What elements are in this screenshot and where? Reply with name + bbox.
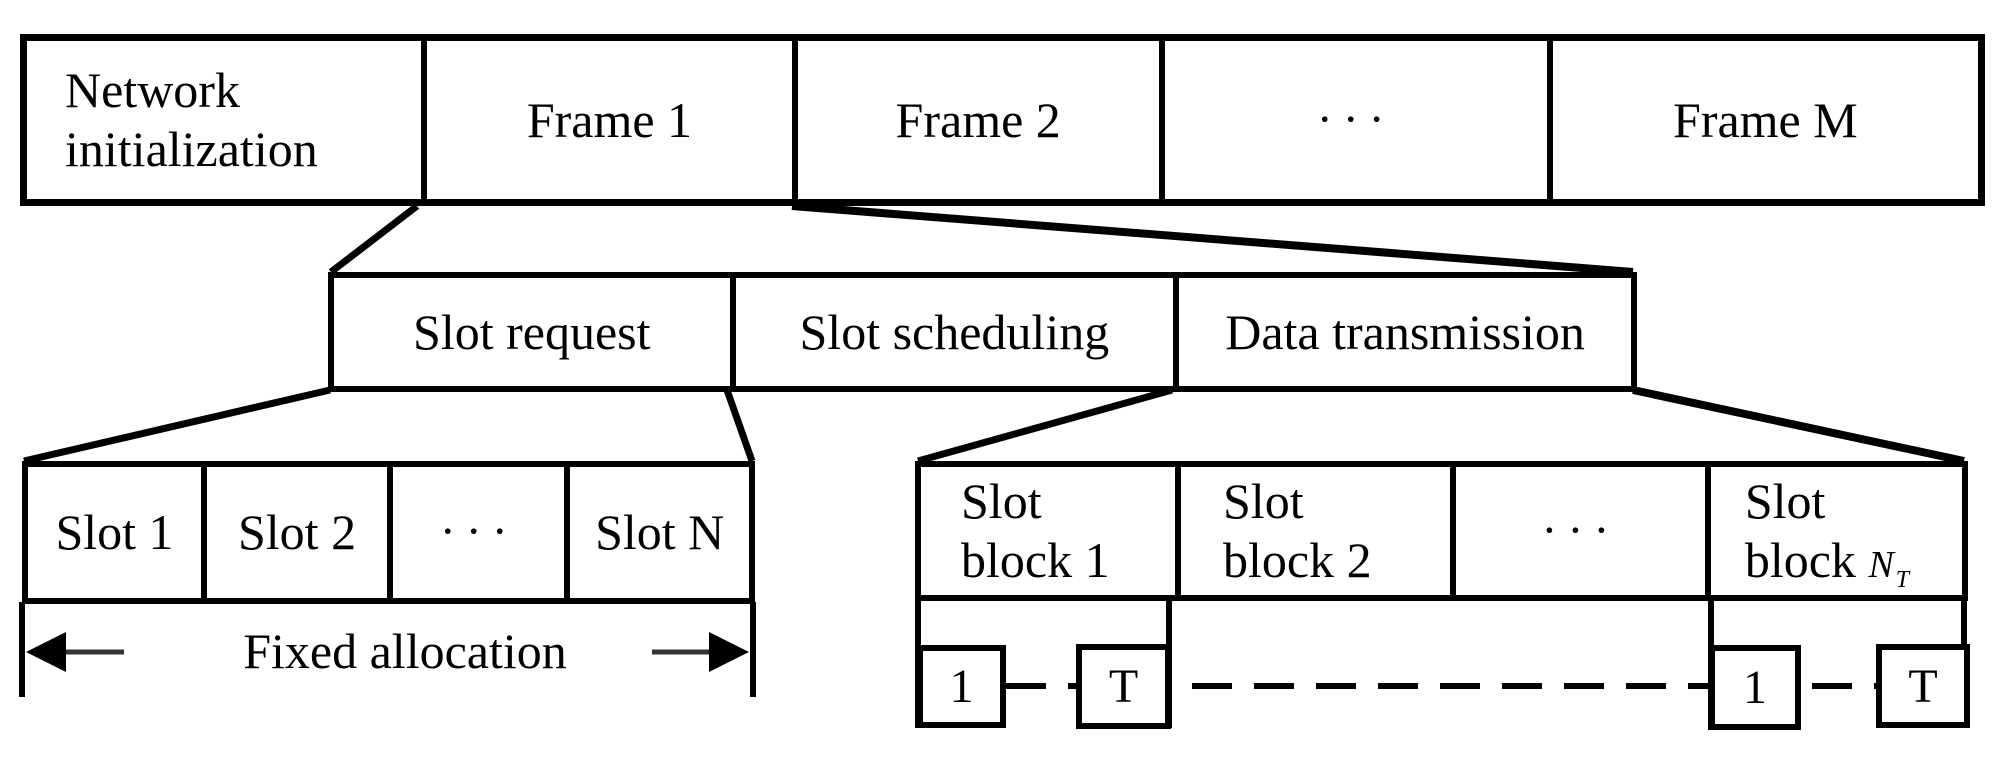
- connector-slotreq-right: [723, 388, 756, 463]
- cell-slot-n: Slot N: [564, 467, 749, 598]
- cell-slot-block-1: Slot block 1: [961, 473, 1110, 588]
- slot-blocknt-first-slot-box: 1: [1709, 645, 1801, 730]
- cell-slot-block-2: Slot block 2: [1175, 467, 1450, 595]
- connector-datatx-left: [917, 386, 1173, 465]
- cell-network-initialization: Network initialization: [65, 62, 318, 177]
- slot-block1-last-slot-box: T: [1076, 644, 1171, 729]
- slot-block1-first-slot-box: 1: [917, 645, 1006, 728]
- cell-slot-scheduling: Slot scheduling: [729, 278, 1174, 386]
- slot-blocknt-last-slot-box: T: [1876, 644, 1970, 728]
- cell-slot-request: Slot request: [413, 303, 651, 360]
- cell-frame-1: Frame 1: [421, 41, 792, 199]
- cell-frame-2: Frame 2: [791, 41, 1159, 199]
- cell-slot-1: Slot 1: [55, 504, 174, 560]
- cell-slot-block-nt: Slot block NT: [1704, 467, 1962, 595]
- connector-datatx-right: [1632, 386, 1965, 465]
- subscript-t: T: [1895, 567, 1910, 593]
- left-arrowhead-icon: [26, 632, 66, 672]
- connector-frame1-left: [328, 203, 420, 275]
- fixed-allocation-label: Fixed allocation: [243, 623, 567, 679]
- cell-frame-m: Frame M: [1546, 41, 1978, 199]
- cell-data-transmission: Data transmission: [1173, 278, 1631, 386]
- connector-slotreq-left: [23, 386, 331, 465]
- variable-n: N: [1868, 544, 1894, 586]
- cell-frame-ellipsis: ···: [1158, 41, 1547, 199]
- slot-block-row: Slot block 1 Slot block 2 ··· Slot block…: [915, 461, 1968, 601]
- phase-row: Slot request Slot scheduling Data transm…: [328, 272, 1637, 392]
- cell-slot-2: Slot 2: [201, 467, 387, 598]
- cell-slot-block-ellipsis: ···: [1449, 467, 1705, 595]
- connector-frame1-right: [791, 202, 1634, 276]
- right-arrowhead-icon: [709, 632, 749, 672]
- cell-slot-ellipsis: ···: [387, 467, 564, 598]
- frame-row: Network initialization Frame 1 Frame 2 ·…: [20, 34, 1985, 206]
- slot-row: Slot 1 Slot 2 ··· Slot N: [22, 461, 755, 604]
